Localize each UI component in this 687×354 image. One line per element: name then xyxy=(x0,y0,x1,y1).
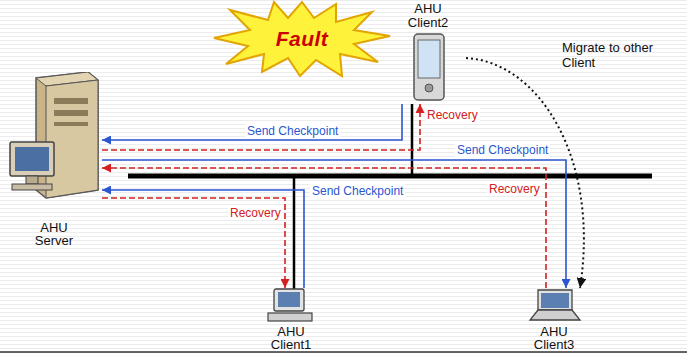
message-arrow xyxy=(102,198,285,288)
laptop-icon xyxy=(528,288,582,322)
edge-label: Send Checkpoint xyxy=(310,184,405,198)
server-node: AHU Server xyxy=(6,72,102,248)
edge-label: Send Checkpoint xyxy=(455,143,550,157)
edge-label: Recovery xyxy=(425,108,480,122)
client-node: AHU Client1 xyxy=(250,288,332,352)
node-name: AHU Client1 xyxy=(258,325,324,352)
fault-label: Fault xyxy=(276,27,329,51)
node-name: AHU Client3 xyxy=(521,325,587,352)
edge-label: Recovery xyxy=(487,182,542,196)
message-arrow xyxy=(102,168,546,288)
message-arrow xyxy=(102,190,304,288)
server-icon xyxy=(6,72,102,204)
edge-label: Migrate to other Client xyxy=(560,40,676,70)
desktop-icon xyxy=(266,288,316,322)
message-arrow xyxy=(102,104,420,150)
pda-icon xyxy=(406,32,450,104)
client-node: AHU Client2 xyxy=(390,2,466,104)
fault-burst-node: Fault xyxy=(212,0,392,78)
edge-label: Send Checkpoint xyxy=(245,124,340,138)
edge-label: Recovery xyxy=(228,206,283,220)
client-node: AHU Client3 xyxy=(512,288,596,352)
message-arrow xyxy=(102,160,566,288)
message-arrow xyxy=(102,104,402,140)
node-name: AHU Server xyxy=(21,221,87,248)
migration-arrow xyxy=(466,58,584,288)
node-name: AHU Client2 xyxy=(395,2,461,29)
